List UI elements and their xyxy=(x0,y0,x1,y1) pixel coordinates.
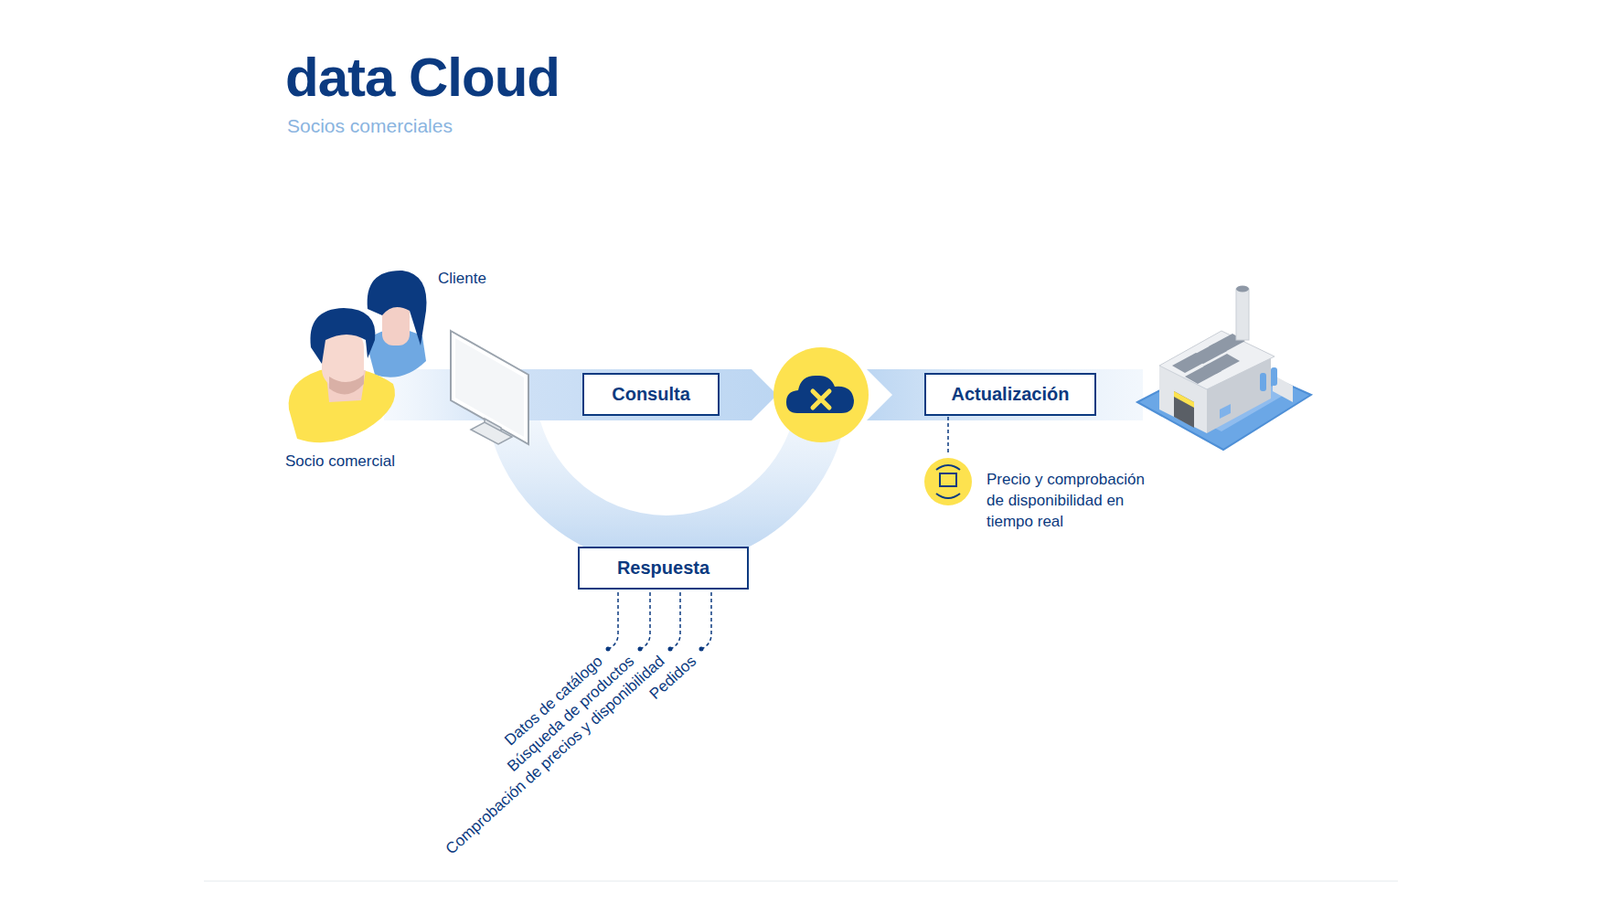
diagram-title: data Cloud xyxy=(285,47,560,108)
person-label: Socio comercial xyxy=(285,451,395,473)
update-band xyxy=(866,369,1143,421)
people-figure xyxy=(288,270,427,443)
query-box: Consulta xyxy=(582,373,720,416)
note-text: Precio y comprobación de disponibilidad … xyxy=(986,469,1161,534)
sync-symbol xyxy=(936,465,960,499)
response-box: Respuesta xyxy=(577,546,749,590)
monitor-icon xyxy=(450,330,529,445)
cloud-icon xyxy=(786,375,854,414)
leader-dots xyxy=(606,647,704,652)
footer-rule xyxy=(203,880,1398,883)
leader-line xyxy=(947,416,950,456)
cloud-logo xyxy=(812,391,830,408)
leader-lines xyxy=(608,592,712,650)
sync-icon xyxy=(924,458,972,506)
query-band xyxy=(384,369,778,421)
update-box: Actualización xyxy=(924,373,1097,416)
cloud-hub xyxy=(773,347,869,443)
response-item: Comprobación de precios y disponibilidad xyxy=(441,651,670,861)
subtitle: Socios comerciales xyxy=(287,113,453,139)
box-label: Actualización xyxy=(951,384,1070,406)
box-label: Respuesta xyxy=(617,557,710,579)
box-label: Consulta xyxy=(611,384,691,406)
person-label: Cliente xyxy=(437,268,487,290)
factory-icon xyxy=(1137,286,1312,451)
